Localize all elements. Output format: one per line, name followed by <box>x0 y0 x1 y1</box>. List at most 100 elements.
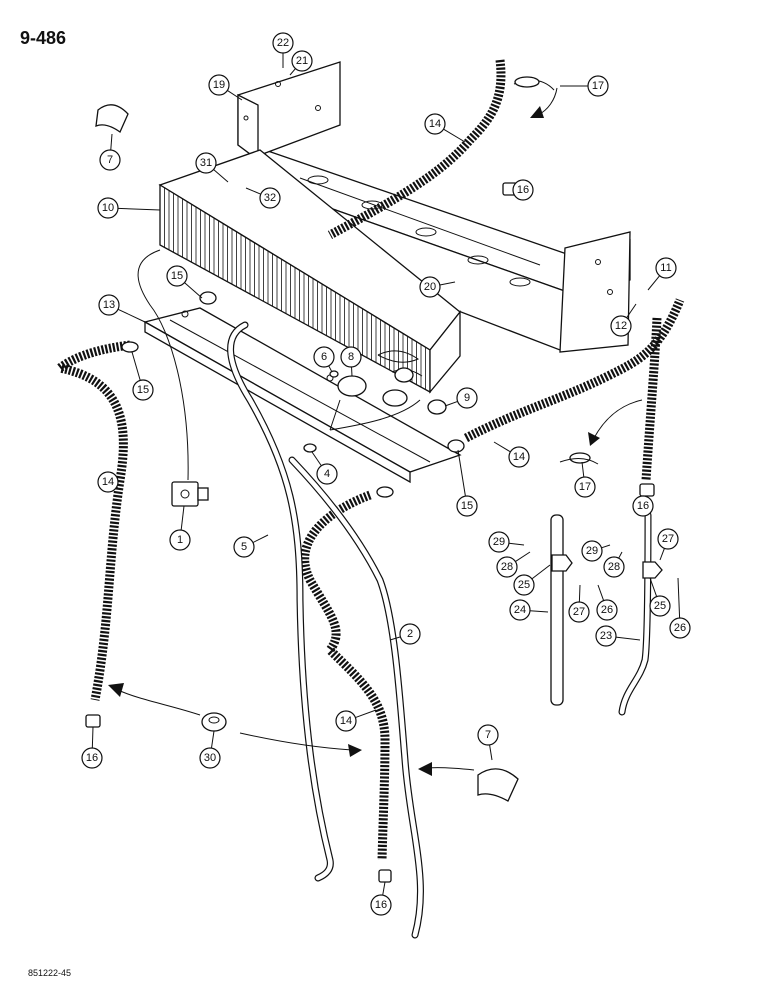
callout-number: 17 <box>592 80 604 92</box>
callout-leader-line <box>677 577 681 619</box>
tube-2-icon <box>288 456 424 939</box>
callout-25: 25 <box>513 574 535 596</box>
callout-6: 6 <box>313 346 335 368</box>
callout-leader-line <box>581 461 585 478</box>
cable-tie-icon <box>513 76 599 465</box>
callout-leader-line <box>444 400 458 407</box>
callout-number: 26 <box>601 604 613 616</box>
callout-leader-line <box>213 169 229 183</box>
callout-number: 28 <box>501 561 513 573</box>
callout-leader-line <box>227 90 243 101</box>
callout-number: 15 <box>171 270 183 282</box>
callout-leader-line <box>117 207 161 211</box>
callout-16: 16 <box>632 495 654 517</box>
callout-leader-line <box>252 534 269 543</box>
callout-number: 11 <box>660 262 671 274</box>
callout-leader-line <box>439 281 456 286</box>
callout-number: 10 <box>102 202 114 214</box>
callout-leader-line <box>649 577 658 597</box>
callout-leader-line <box>210 730 215 749</box>
callout-number: 26 <box>674 622 686 634</box>
callout-27: 27 <box>568 601 590 623</box>
callout-leader-line <box>626 303 637 319</box>
callout-leader-line <box>493 441 511 453</box>
callout-leader-line <box>531 564 551 580</box>
callout-number: 7 <box>107 154 113 166</box>
callout-number: 9 <box>464 392 470 404</box>
callout-leader-line <box>389 636 401 641</box>
callout-14: 14 <box>424 113 446 135</box>
thermostat-switch-icon <box>137 249 209 507</box>
callout-leader-line <box>289 68 296 76</box>
callout-5: 5 <box>233 536 255 558</box>
callout-leader-line <box>489 744 493 761</box>
callout-15: 15 <box>456 495 478 517</box>
drain-pan-icon <box>143 307 462 484</box>
callout-number: 14 <box>513 451 525 463</box>
callout-leader-line <box>382 881 386 896</box>
callout-number: 13 <box>103 299 115 311</box>
callout-14: 14 <box>335 710 357 732</box>
side-bracket-icon <box>237 61 341 162</box>
callout-number: 22 <box>277 37 289 49</box>
callout-leader-line <box>91 726 94 749</box>
callout-20: 20 <box>419 276 441 298</box>
callout-29: 29 <box>488 531 510 553</box>
callout-leader-line <box>615 636 641 641</box>
callout-17: 17 <box>587 75 609 97</box>
callout-number: 19 <box>213 79 225 91</box>
callout-leader-line <box>443 128 466 143</box>
callout-15: 15 <box>132 379 154 401</box>
callout-leader-line <box>328 365 333 373</box>
callout-leader-line <box>457 449 466 497</box>
callout-number: 14 <box>102 476 114 488</box>
callout-leader-line <box>117 308 146 323</box>
callout-number: 31 <box>200 157 212 169</box>
callout-14: 14 <box>97 471 119 493</box>
callout-22: 22 <box>272 32 294 54</box>
callout-24: 24 <box>509 599 531 621</box>
callout-number: 16 <box>517 184 529 196</box>
callout-2: 2 <box>399 623 421 645</box>
heater-hose-icon <box>49 59 685 861</box>
water-valve-icon <box>326 367 421 431</box>
callout-leader-line <box>245 187 261 195</box>
callout-leader-line <box>529 610 549 613</box>
callout-28: 28 <box>496 556 518 578</box>
callout-leader-line <box>601 544 611 549</box>
callout-number: 25 <box>518 579 530 591</box>
callout-number: 16 <box>375 899 387 911</box>
callout-number: 5 <box>241 541 247 553</box>
callout-leader-line <box>597 584 605 601</box>
callout-number: 6 <box>321 351 327 363</box>
direction-arrow-icon <box>108 87 643 776</box>
callout-number: 4 <box>324 468 330 480</box>
callout-number: 29 <box>493 536 505 548</box>
support-rod-icon <box>550 511 663 716</box>
tube-5-icon <box>227 321 334 882</box>
callout-number: 32 <box>264 192 276 204</box>
page-number: 9-486 <box>20 28 67 48</box>
callout-leader-line <box>659 548 665 561</box>
callout-32: 32 <box>259 187 281 209</box>
callout-leader-line <box>131 351 141 381</box>
callout-number: 24 <box>514 604 526 616</box>
callout-leader-line <box>647 275 661 291</box>
callout-leader-line <box>515 551 531 562</box>
callout-number: 14 <box>429 118 441 130</box>
evaporator-core-icon <box>158 149 461 394</box>
callout-leader-line <box>618 551 623 559</box>
callout-19: 19 <box>208 74 230 96</box>
callout-28: 28 <box>603 556 625 578</box>
callout-number: 21 <box>296 55 308 67</box>
callout-leader-line <box>180 505 185 531</box>
callout-23: 23 <box>595 625 617 647</box>
callout-number: 7 <box>485 729 491 741</box>
callout-number: 15 <box>137 384 149 396</box>
callout-15: 15 <box>166 265 188 287</box>
callout-10: 10 <box>97 197 119 219</box>
callout-number: 17 <box>579 481 591 493</box>
callout-30: 30 <box>199 747 221 769</box>
